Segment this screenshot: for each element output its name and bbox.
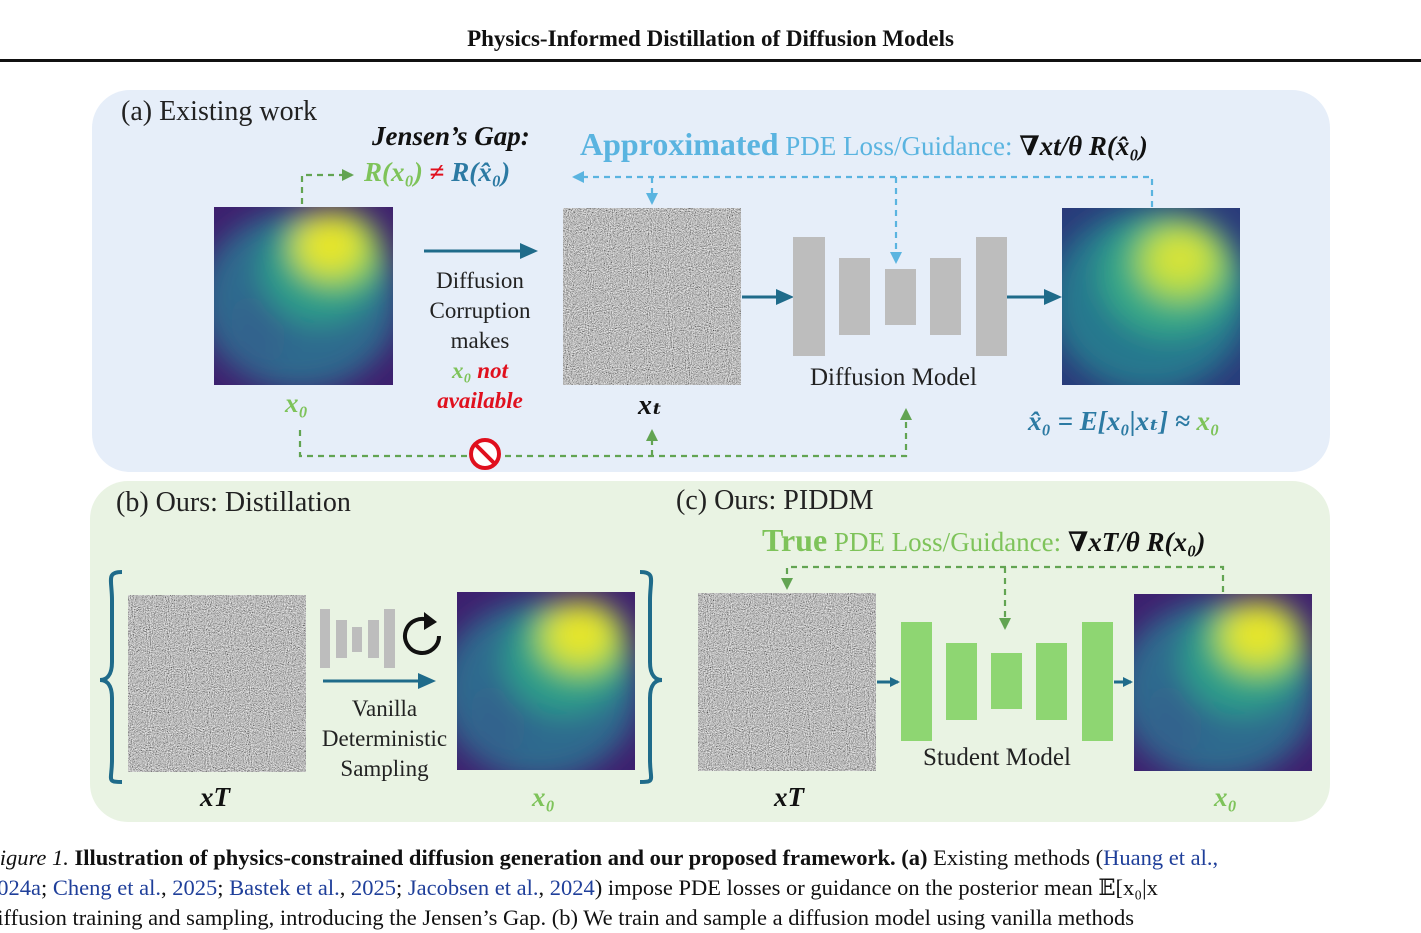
jensen-gap-label: Jensen’s Gap: — [372, 121, 530, 151]
xt-label: xₜ — [638, 390, 663, 421]
true-guidance-label: True PDE Loss/Guidance: ∇xT/θ R(x₀) — [762, 522, 1205, 559]
header-rule — [0, 59, 1421, 62]
caption-bold-title: Illustration of physics-constrained diff… — [74, 845, 896, 870]
corruption-line-3: makes — [450, 328, 510, 353]
not-available-x0: x₀ — [452, 358, 472, 383]
x0-label-a: x₀ — [285, 388, 308, 418]
caption-cite-1[interactable]: Huang et al., — [1103, 845, 1219, 870]
caption-cite-2[interactable]: Cheng et al. — [52, 875, 161, 900]
dashed-x0-bottom — [298, 408, 912, 458]
not-word: not — [477, 358, 508, 383]
caption-fig-number: Figure 1. — [0, 845, 69, 870]
sampling-text: Vanilla Deterministic Sampling — [312, 694, 457, 784]
panel-c-title: (c) Ours: PIDDM — [676, 485, 874, 516]
sampling-line-3: Sampling — [340, 756, 429, 781]
approx-word: Approximated — [580, 126, 779, 162]
approx-guidance-label: Approximated PDE Loss/Guidance: ∇xt/θ R(… — [580, 126, 1148, 163]
diffusion-model-icon — [793, 237, 1007, 356]
caption-cite-1b[interactable]: 2024a — [0, 875, 41, 900]
approx-formula: ∇xt/θ R(x̂₀) — [1019, 131, 1148, 161]
available-word: available — [437, 388, 523, 413]
brace-right-icon — [639, 570, 663, 784]
caption-year-2[interactable]: 2025 — [172, 875, 218, 900]
no-entry-icon — [469, 438, 501, 470]
caption-cite-4[interactable]: Jacobsen et al. — [407, 875, 539, 900]
inequality-rhs: R(x̂₀) — [451, 157, 511, 187]
x0-label-b: x₀ — [532, 782, 555, 812]
true-formula: ∇xT/θ R(x₀) — [1067, 527, 1206, 557]
caption-cite-3[interactable]: Bastek et al. — [229, 875, 340, 900]
student-model-label: Student Model — [923, 744, 1071, 771]
posterior-lhs: x̂₀ = E[x₀|xₜ] ≈ — [1028, 406, 1190, 436]
jensen-inequality: R(x₀) ≠ R(x̂₀) — [364, 157, 510, 188]
dashed-x0-to-jensen — [300, 169, 354, 204]
noise-image-xT-b — [128, 595, 306, 772]
caption-year-4[interactable]: 2024 — [549, 875, 595, 900]
noise-image-xT-c — [698, 593, 876, 771]
brace-left-icon — [99, 570, 123, 784]
student-model-icon — [901, 622, 1113, 741]
diffusion-model-label: Diffusion Model — [810, 364, 977, 391]
corruption-text: Diffusion Corruption makes x₀ not availa… — [410, 266, 550, 416]
caption-part-a: (a) — [901, 845, 928, 870]
page-header: Physics-Informed Distillation of Diffusi… — [467, 26, 954, 51]
field-image-x0-c — [1134, 594, 1312, 771]
caption-line-3: diffusion training and sampling, introdu… — [0, 905, 1134, 930]
caption-text-1: Existing methods ( — [933, 845, 1104, 870]
xT-label-b: xT — [200, 782, 230, 812]
panel-a-title: (a) Existing work — [121, 96, 317, 127]
caption-text-2: ) impose PDE losses or guidance on the p… — [594, 875, 1158, 900]
inequality-lhs: R(x₀) — [364, 157, 423, 187]
x0-label-c: x₀ — [1214, 782, 1237, 812]
vanilla-model-icon — [320, 609, 395, 668]
field-image-x0-b — [457, 592, 635, 770]
true-rest: PDE Loss/Guidance: — [833, 527, 1062, 557]
figure-graphics — [99, 169, 1312, 784]
panel-b-title: (b) Ours: Distillation — [116, 487, 351, 518]
corruption-line-2: Corruption — [429, 298, 531, 323]
inequality-neq: ≠ — [429, 157, 445, 187]
refresh-icon — [403, 612, 441, 655]
posterior-formula: x̂₀ = E[x₀|xₜ] ≈ x₀ — [1028, 406, 1219, 437]
sampling-line-2: Deterministic — [321, 726, 448, 751]
xT-label-c: xT — [774, 782, 804, 812]
posterior-rhs: x₀ — [1196, 406, 1220, 436]
dashed-guidance-to-jensen — [572, 171, 1154, 207]
corruption-line-1: Diffusion — [436, 268, 524, 293]
field-image-x0 — [214, 207, 393, 385]
noise-image-xt — [563, 208, 741, 385]
caption-year-3[interactable]: 2025 — [350, 875, 396, 900]
true-word: True — [762, 522, 828, 558]
sampling-line-1: Vanilla — [351, 696, 418, 721]
approx-rest: PDE Loss/Guidance: — [785, 131, 1013, 161]
figure-caption: Figure 1. Illustration of physics-constr… — [0, 843, 1421, 933]
field-image-x0-hat — [1062, 208, 1240, 385]
